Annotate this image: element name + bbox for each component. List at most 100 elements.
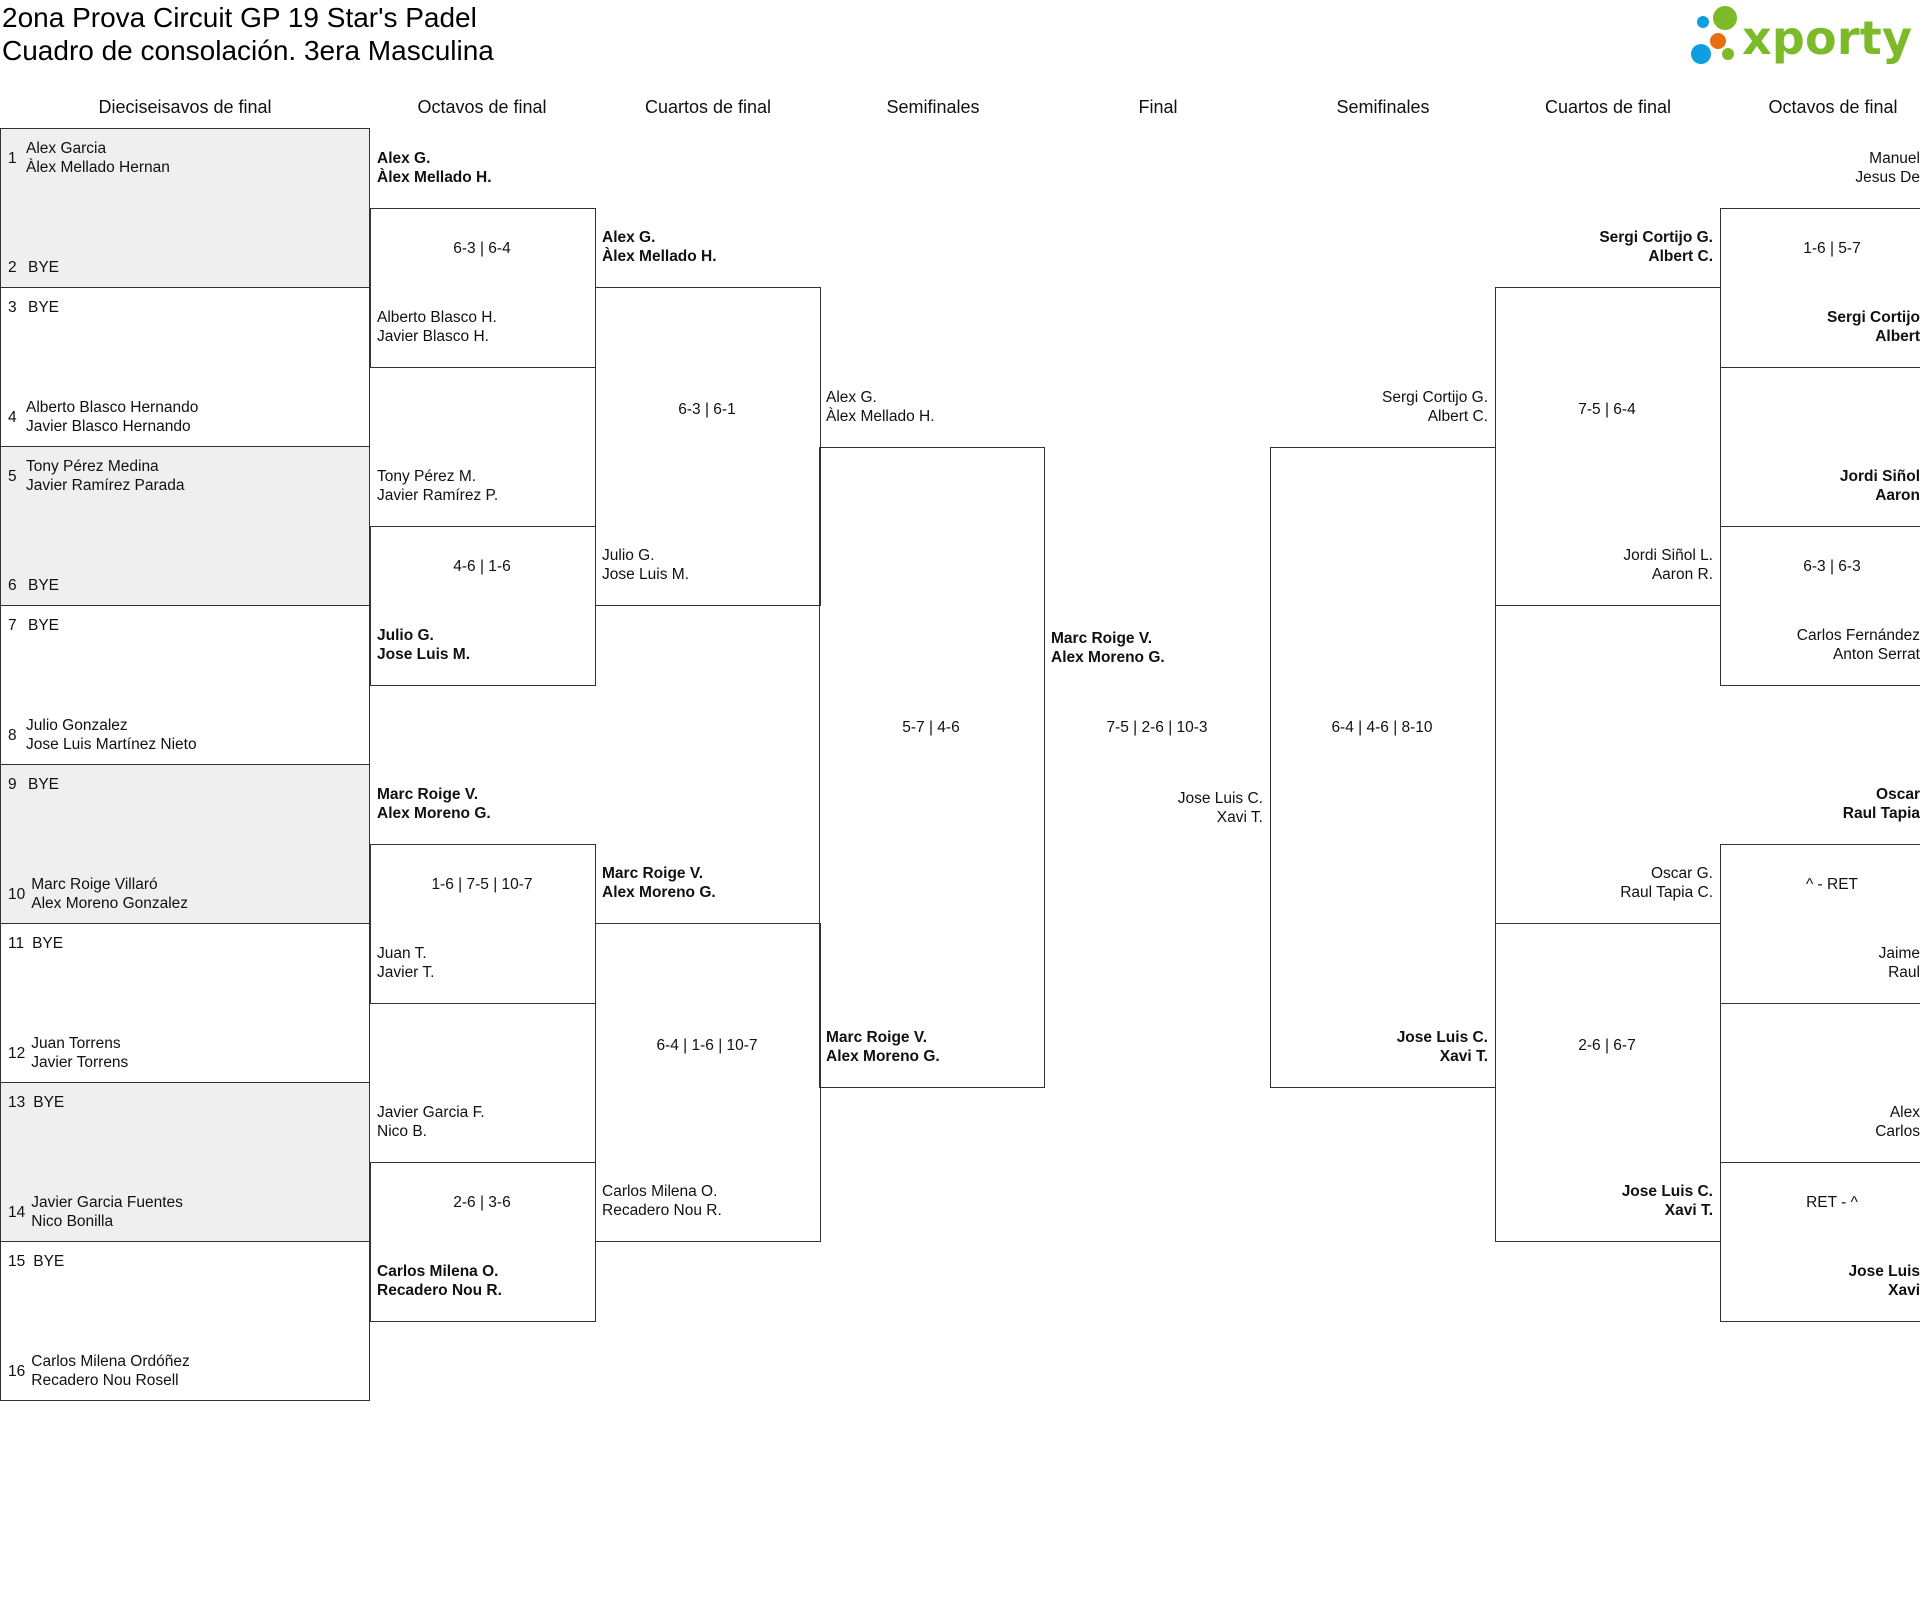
player-name: Javier T.: [377, 964, 435, 981]
match-score: 7-5 | 6-4: [1578, 401, 1636, 418]
seed-number: 7: [8, 617, 17, 634]
player-name: Jesus De: [1855, 169, 1920, 186]
team-entry[interactable]: Marc Roige V.Alex Moreno G.: [826, 1028, 940, 1066]
team-names: BYE: [28, 258, 59, 277]
player-name: Carlos Milena O.: [602, 1183, 718, 1200]
round-header: Semifinales: [1336, 97, 1430, 117]
player-name: Marc Roige V.: [826, 1029, 928, 1046]
team-entry[interactable]: Marc Roige V.Alex Moreno G.: [377, 785, 491, 823]
seed-number: 11: [8, 935, 25, 952]
player-name: BYE: [28, 577, 60, 594]
logo-dot-icon: [1722, 48, 1734, 60]
player-name: Julio G.: [377, 627, 434, 644]
player-name: BYE: [28, 617, 60, 634]
player-name: BYE: [28, 259, 60, 276]
team-entry[interactable]: Alberto Blasco H.Javier Blasco H.: [377, 308, 497, 346]
player-name: Sergi Cortijo G.: [1599, 229, 1713, 246]
player-name: Xavi T.: [1216, 809, 1263, 826]
seed-number: 15: [8, 1253, 26, 1270]
page-title: 2ona Prova Circuit GP 19 Star's Padel Cu…: [2, 1, 494, 67]
player-name: Alex G.: [602, 229, 656, 246]
player-name: Raul: [1888, 964, 1920, 981]
logo-dot-icon: [1713, 6, 1737, 30]
seed-number: 5: [8, 467, 17, 485]
player-name: Jose Luis M.: [602, 566, 690, 583]
team-entry[interactable]: Javier Garcia F.Nico B.: [377, 1103, 485, 1141]
player-name: Aaron R.: [1651, 566, 1713, 583]
player-name: Alex Moreno G.: [602, 884, 716, 901]
bye-slot: 7 BYE: [8, 616, 363, 635]
team-entry[interactable]: Jose Luis C.Xavi T.: [1622, 1182, 1713, 1220]
team-entry[interactable]: Juan T.Javier T.: [377, 944, 434, 982]
team-entry[interactable]: Alex G.Àlex Mellado H.: [826, 388, 935, 426]
round-header: Final: [1138, 97, 1178, 117]
team-entry[interactable]: Marc Roige V.Alex Moreno G.: [1051, 629, 1165, 667]
player-name: Manuel: [1869, 150, 1920, 167]
player-name: Oscar G.: [1650, 865, 1713, 882]
player-name: Sergi Cortijo G.: [1382, 389, 1488, 406]
team-entry[interactable]: Sergi Cortijo G.Albert C.: [1599, 228, 1713, 266]
team-entry[interactable]: Carlos Milena O.Recadero Nou R.: [377, 1262, 502, 1300]
player-name: Recadero Nou R.: [602, 1202, 722, 1219]
player-name: BYE: [32, 935, 64, 952]
team-entry[interactable]: Carlos Milena O. Recadero Nou R.: [602, 1182, 722, 1220]
seed-number: 9: [8, 776, 17, 793]
team-entry[interactable]: Alex G.Àlex Mellado H.: [377, 149, 492, 187]
round-header: Cuartos de final: [644, 97, 772, 117]
team-names: BYE: [28, 298, 59, 317]
match-score: 6-4 | 4-6 | 8-10: [1331, 719, 1433, 736]
team-entry[interactable]: Jose Luis C.Xavi T.: [1178, 789, 1263, 827]
team-entry[interactable]: Sergi Cortijo G. Albert C.: [1382, 388, 1488, 426]
player-name: BYE: [28, 776, 60, 793]
player-name: Alex Moreno G.: [1051, 649, 1165, 666]
team-entry[interactable]: Oscar G.Raul Tapia C.: [1620, 864, 1713, 902]
team-entry[interactable]: Jordi Siñol L.Aaron R.: [1623, 546, 1713, 584]
player-name: Javier Torrens: [31, 1054, 129, 1071]
seed-number: 6: [8, 577, 17, 594]
team-entry[interactable]: Marc Roige V.Alex Moreno G.: [602, 864, 716, 902]
match-score: 7-5 | 2-6 | 10-3: [1106, 719, 1208, 736]
seed-number: 10: [8, 885, 26, 903]
player-name: Tony Pérez M.: [377, 468, 477, 485]
match-connector: [1720, 1162, 1920, 1322]
seed-number: 16: [8, 1362, 26, 1380]
match-score: 2-6 | 3-6: [453, 1194, 511, 1211]
seed-number: 12: [8, 1044, 26, 1062]
team-entry[interactable]: Julio G.Jose Luis M.: [377, 626, 470, 664]
match-connector: [1720, 526, 1920, 686]
player-name: Javier Blasco Hernando: [26, 418, 191, 435]
player-name: BYE: [28, 299, 60, 316]
team-entry[interactable]: Julio G.Jose Luis M.: [602, 546, 689, 584]
match-connector: [1270, 447, 1496, 1088]
round-header: Octavos de final: [1768, 97, 1898, 117]
player-name: Carlos Milena Ordóñez: [31, 1353, 190, 1370]
player-name: Nico Bonilla: [31, 1213, 114, 1230]
player-name: Alex Moreno Gonzalez: [31, 895, 189, 912]
bye-slot: 9 BYE: [8, 775, 363, 794]
team-entry[interactable]: Jose Luis C.Xavi T.: [1397, 1028, 1488, 1066]
round-header: Dieciseisavos de final: [98, 97, 272, 117]
player-name: Albert C.: [1427, 408, 1488, 425]
player-name: Javier Ramírez P.: [377, 487, 499, 504]
team-entry[interactable]: Tony Pérez M. Javier Ramírez P.: [377, 467, 498, 505]
team-entry[interactable]: Alex G.Àlex Mellado H.: [602, 228, 717, 266]
